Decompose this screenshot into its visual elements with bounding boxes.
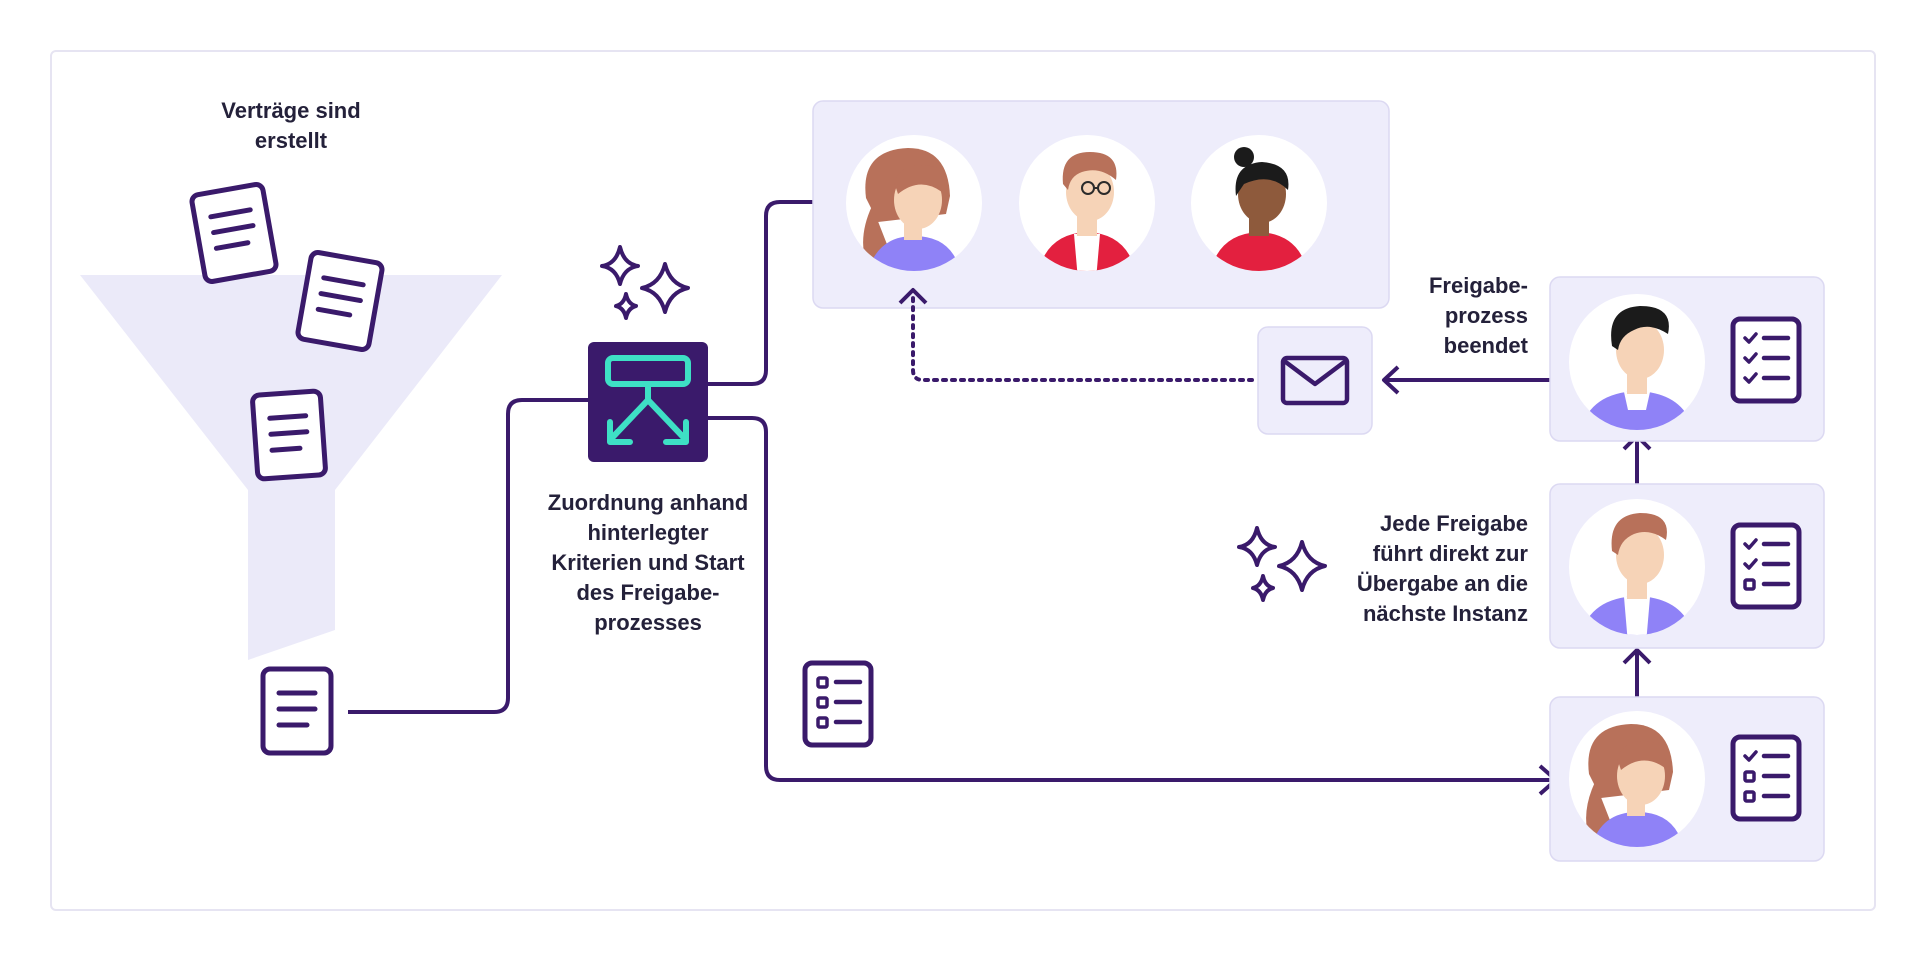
sparkles-icon (600, 245, 690, 320)
router-icon (588, 342, 708, 462)
diagram-frame (50, 50, 1876, 911)
arrowhead (898, 288, 928, 305)
label-each-approval: Jede Freigabe führt direkt zur Übergabe … (1356, 511, 1528, 626)
avatar-man-dark-hair (1569, 294, 1705, 430)
document-icon (250, 388, 328, 482)
label-assignment-criteria: Zuordnung anhand hinterlegter Kriterien … (547, 490, 749, 635)
arrowhead (1622, 648, 1652, 665)
avatar-woman-brown-hair (1569, 711, 1705, 847)
connector-router-to-first-approver (708, 416, 1552, 782)
document-icon (260, 666, 334, 756)
sparkles-icon (1237, 526, 1327, 602)
checklist-icon (1730, 734, 1802, 822)
checklist-icon (802, 660, 874, 748)
mail-box (1257, 326, 1373, 435)
connector-router-to-team (708, 200, 813, 386)
label-process-finished: Freigabe- prozess beendet (1428, 273, 1528, 358)
arrowhead (1382, 365, 1400, 395)
checklist-icon (1730, 522, 1802, 610)
dotted-return-connector (911, 296, 1254, 382)
mail-icon (1280, 355, 1350, 406)
document-icon (189, 182, 279, 284)
checklist-icon (1730, 316, 1802, 404)
document-icon (295, 250, 385, 352)
label-contracts-created: Verträge sind erstellt (221, 98, 361, 153)
connector-document-to-router (348, 398, 588, 714)
